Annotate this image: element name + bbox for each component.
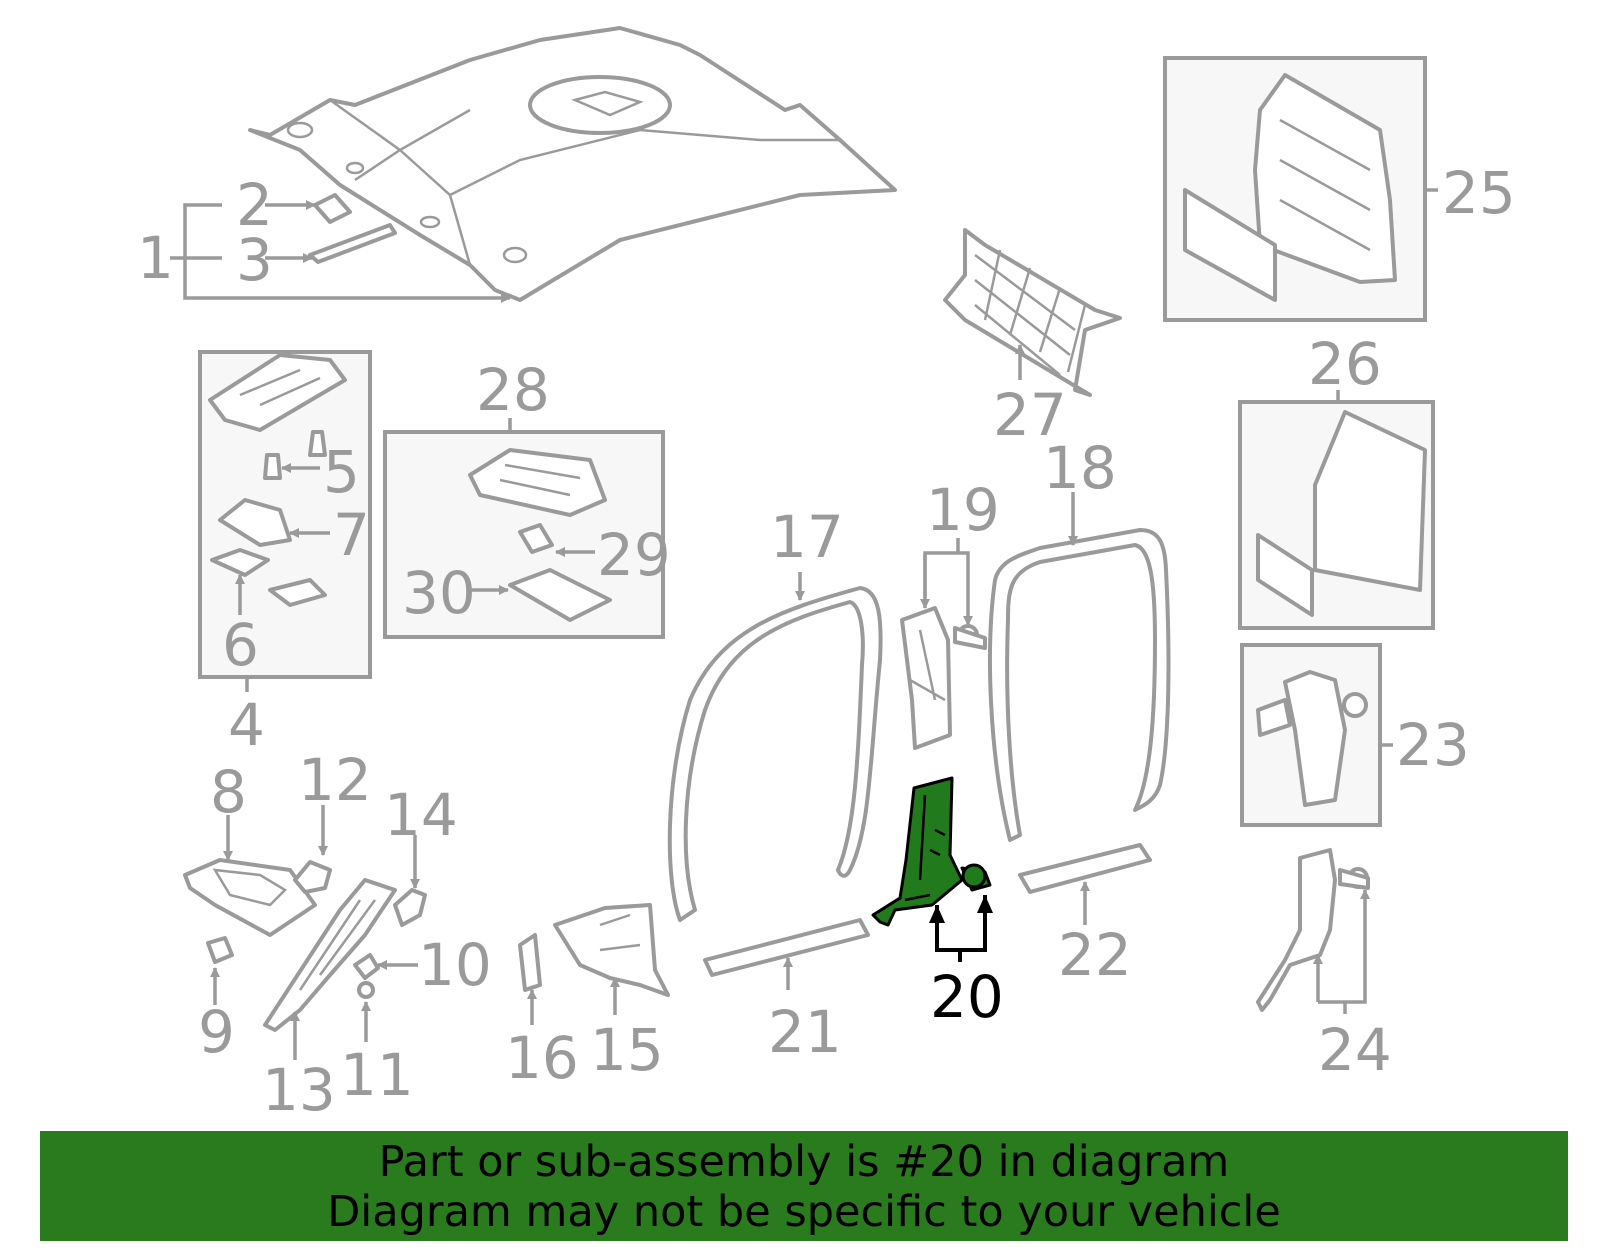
svg-text:2: 2	[236, 171, 273, 239]
svg-text:3: 3	[236, 226, 273, 294]
svg-text:12: 12	[298, 746, 372, 814]
svg-text:19: 19	[926, 476, 1000, 544]
svg-text:14: 14	[384, 781, 458, 849]
svg-text:22: 22	[1058, 921, 1132, 989]
door-seal-part-18	[988, 528, 1171, 842]
svg-text:18: 18	[1043, 434, 1117, 502]
svg-text:21: 21	[768, 998, 842, 1066]
pillar-trim-part-24	[1256, 848, 1337, 1012]
svg-text:9: 9	[198, 998, 235, 1066]
banner-line-2: Diagram may not be specific to your vehi…	[327, 1187, 1281, 1237]
svg-text:11: 11	[340, 1041, 414, 1109]
svg-text:28: 28	[476, 356, 550, 424]
holder-part-12	[293, 860, 332, 894]
sun-visor-part-8	[183, 858, 317, 937]
headliner-part	[248, 26, 897, 302]
svg-text:26: 26	[1308, 330, 1382, 398]
svg-text:1: 1	[137, 224, 174, 292]
callout-20: 20	[930, 963, 1004, 1031]
sill-plate-part-21	[703, 918, 870, 977]
pillar-trim-part-19	[900, 606, 952, 750]
grip-part-14	[393, 888, 427, 927]
svg-text:13: 13	[262, 1056, 336, 1124]
svg-text:16: 16	[505, 1024, 579, 1092]
clip-part-16	[518, 933, 542, 992]
banner-line-1: Part or sub-assembly is #20 in diagram	[378, 1137, 1230, 1187]
sill-plate-part-22	[1018, 843, 1152, 894]
strip-part-3	[308, 223, 397, 264]
pad-part-2	[313, 193, 352, 224]
svg-text:30: 30	[402, 559, 476, 627]
door-seal-part-17	[667, 586, 883, 922]
cargo-net-part-27	[943, 228, 1122, 397]
svg-text:10: 10	[418, 931, 492, 999]
svg-text:23: 23	[1396, 711, 1470, 779]
pillar-trim-part-20	[871, 776, 992, 927]
info-banner: Part or sub-assembly is #20 in diagram D…	[40, 1131, 1568, 1241]
trim-part-15	[553, 903, 670, 997]
svg-text:6: 6	[222, 611, 259, 679]
svg-text:7: 7	[333, 501, 370, 569]
svg-text:15: 15	[590, 1016, 664, 1084]
svg-text:4: 4	[228, 691, 265, 759]
svg-text:25: 25	[1442, 159, 1516, 227]
svg-text:8: 8	[210, 758, 247, 826]
svg-text:29: 29	[597, 521, 671, 589]
svg-text:17: 17	[770, 503, 844, 571]
svg-text:24: 24	[1318, 1016, 1392, 1084]
svg-text:5: 5	[323, 438, 360, 506]
svg-text:27: 27	[993, 381, 1067, 449]
